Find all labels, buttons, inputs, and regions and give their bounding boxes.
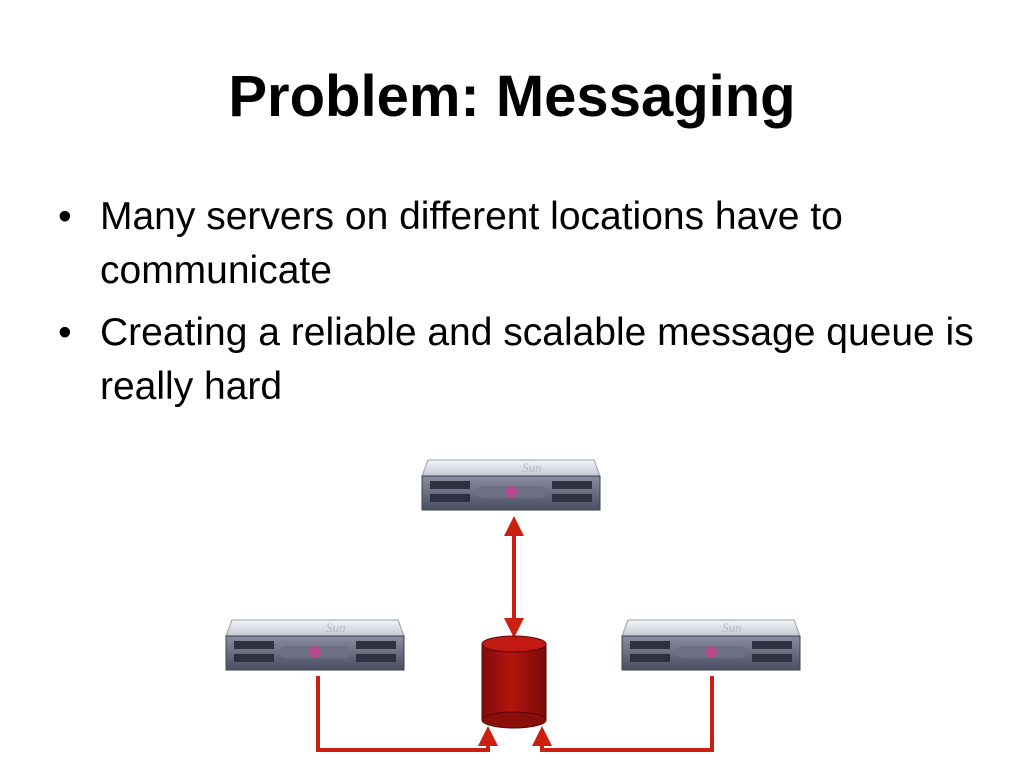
link-right-queue bbox=[532, 676, 714, 752]
bullet-list: • Many servers on different locations ha… bbox=[58, 190, 998, 422]
messaging-diagram: Sun Sun Sun bbox=[225, 459, 801, 752]
bullet-item: • Many servers on different locations ha… bbox=[58, 190, 998, 298]
rack-server-icon-left: Sun bbox=[225, 619, 405, 671]
bullet-text: Creating a reliable and scalable message… bbox=[100, 311, 974, 408]
bullet-item: • Creating a reliable and scalable messa… bbox=[58, 306, 998, 414]
server-brand-label: Sun bbox=[722, 620, 742, 635]
link-left-queue bbox=[316, 676, 498, 752]
bullet-glyph: • bbox=[58, 195, 72, 238]
rack-server-icon-top: Sun bbox=[421, 459, 601, 511]
server-brand-label: Sun bbox=[522, 460, 542, 475]
rack-server-icon-right: Sun bbox=[621, 619, 801, 671]
bullet-text: Many servers on different locations have… bbox=[100, 195, 843, 292]
server-brand-label: Sun bbox=[326, 620, 346, 635]
database-cylinder-icon bbox=[481, 635, 547, 729]
slide-title: Problem: Messaging bbox=[228, 64, 796, 129]
bullet-glyph: • bbox=[58, 311, 72, 354]
